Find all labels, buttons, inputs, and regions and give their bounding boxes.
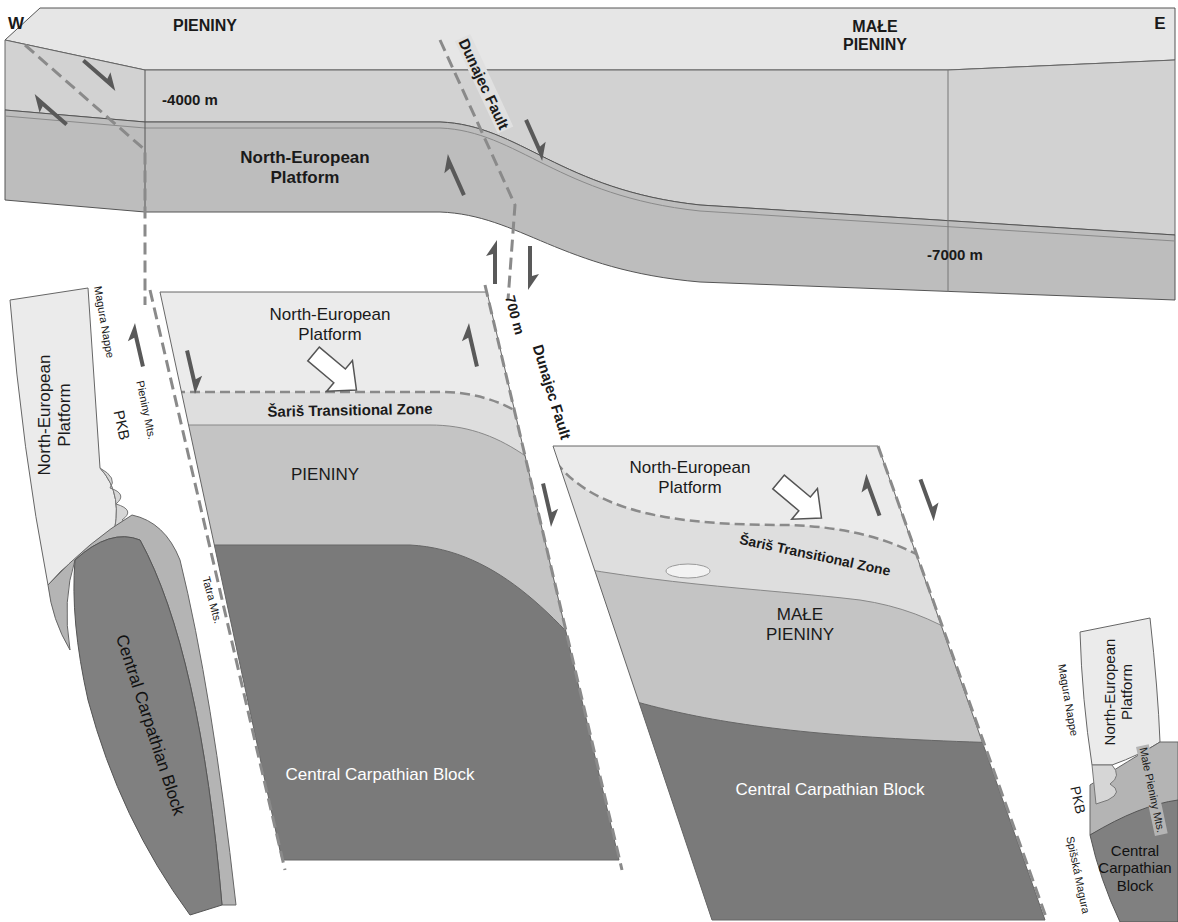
male-pieniny-panel — [500, 446, 1100, 922]
shear-arrow — [458, 323, 479, 368]
shear-arrow — [524, 116, 552, 161]
place-label: Spišská Magura — [1064, 835, 1093, 915]
shear-arrow — [27, 94, 67, 131]
unit-label: Central Carpathian Block — [736, 780, 925, 800]
depth-label: -7000 m — [927, 246, 983, 263]
belt-label: PKB — [1067, 785, 1089, 816]
place-label: Małe Pieniny Mts. — [1136, 744, 1167, 835]
fault-line — [25, 45, 145, 305]
belt-label: PKB — [110, 409, 133, 442]
movement-arrow — [301, 339, 370, 406]
zone-label: Šariš Transitional Zone — [738, 531, 892, 579]
direction-label: E — [1154, 14, 1165, 34]
zone-boundary — [100, 392, 590, 475]
klippen-flames — [1092, 765, 1117, 804]
unit-label: North-European Platform — [225, 148, 385, 187]
shear-arrow — [856, 474, 881, 519]
stratum-line — [5, 116, 1175, 241]
fault-label: Dunajec Fault — [455, 34, 514, 134]
klippe-block — [666, 564, 710, 578]
carpathian-slab — [74, 537, 222, 915]
direction-label: W — [8, 14, 24, 34]
unit-label: MAŁE PIENINY — [760, 605, 840, 644]
unit-label: PIENINY — [291, 465, 359, 485]
region-label: MAŁE PIENINY — [835, 18, 915, 55]
region-label: PIENINY — [173, 17, 237, 35]
unit-label: Magura Nappe — [1055, 663, 1080, 737]
carpathian-region — [500, 650, 1100, 922]
unit-label: North-European Platform — [610, 458, 770, 497]
unit-label: North-European Platform — [1101, 622, 1136, 762]
klippe-block — [976, 629, 994, 651]
platform-slab — [1080, 618, 1160, 765]
platform-stratum — [5, 110, 1175, 300]
carpathian-slab — [1090, 800, 1178, 922]
block-top-face — [5, 8, 1175, 70]
unit-label: Central Carpathian Block — [1095, 842, 1175, 894]
transitional-zone — [500, 462, 1100, 922]
pieniny-region — [500, 552, 1100, 922]
zone-label: Šariš Transitional Zone — [267, 400, 432, 420]
unit-label: North-European Platform — [35, 335, 74, 495]
place-label: Pieniny Mts. — [134, 379, 159, 440]
shear-arrow — [919, 476, 944, 521]
shear-arrow — [185, 349, 206, 394]
unit-label: Central Carpathian Block — [112, 632, 189, 818]
fault-label: Dunajec Fault — [529, 342, 574, 441]
offset-label: 700 m — [502, 294, 528, 337]
unit-label: Magura Nappe — [91, 285, 116, 359]
shear-arrow — [438, 154, 466, 199]
fault-line — [878, 446, 1047, 920]
movement-arrow — [766, 467, 835, 534]
panel-outline — [553, 446, 1045, 920]
unit-label: Central Carpathian Block — [286, 765, 475, 785]
panel-outline — [160, 292, 619, 860]
shear-arrow — [82, 54, 122, 91]
depth-label: -4000 m — [162, 91, 218, 108]
shear-arrow — [124, 323, 145, 368]
shear-arrow — [528, 246, 539, 290]
klippe-block — [944, 604, 966, 620]
place-label: Tatra Mts. — [200, 575, 225, 625]
shear-arrow — [541, 482, 562, 527]
shear-arrow — [486, 240, 497, 284]
unit-label: North-European Platform — [250, 305, 410, 344]
fault-line — [485, 285, 622, 870]
